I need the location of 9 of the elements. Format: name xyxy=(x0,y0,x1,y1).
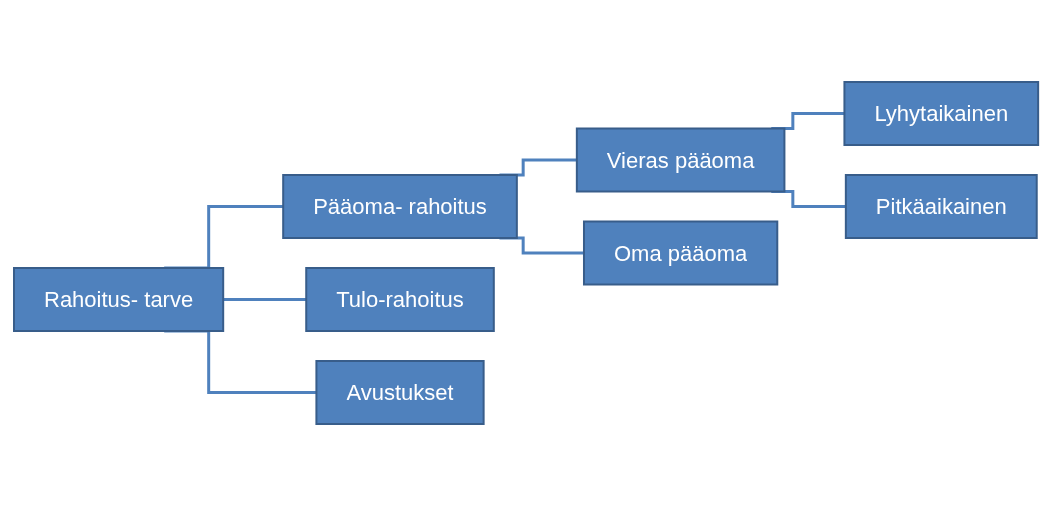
node-box: Pääoma- rahoitus xyxy=(282,174,519,239)
node-box: Oma pääoma xyxy=(583,220,779,286)
node-box: Lyhytaikainen xyxy=(843,81,1040,146)
connector xyxy=(223,298,307,301)
node-box: Rahoitus- tarve xyxy=(13,267,225,332)
node-box: Pitkäaikainen xyxy=(845,174,1039,239)
node-box: Avustukset xyxy=(315,360,486,425)
node-box: Vieras pääoma xyxy=(576,127,786,193)
node-box: Tulo-rahoitus xyxy=(305,267,496,332)
